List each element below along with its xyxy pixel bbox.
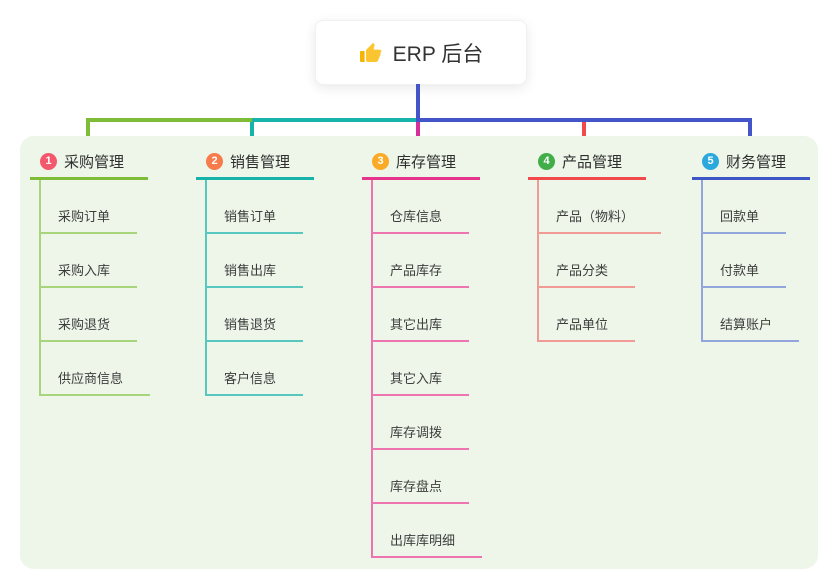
- branch-title: 产品管理: [562, 154, 623, 171]
- drop-connector-2: [250, 122, 254, 146]
- branch-title: 销售管理: [230, 154, 291, 171]
- branch-header-inventory[interactable]: 3 库存管理: [362, 146, 480, 180]
- sub-item-label[interactable]: 仓库信息: [373, 206, 470, 234]
- branch-badge-1: 1: [40, 153, 57, 170]
- sub-item-label[interactable]: 客户信息: [207, 368, 304, 396]
- sub-item-label[interactable]: 其它入库: [373, 368, 470, 396]
- sub-item-label[interactable]: 产品（物料）: [539, 206, 662, 234]
- sub-item: 采购退货: [41, 288, 195, 342]
- branch-header-finance[interactable]: 5 财务管理: [692, 146, 810, 180]
- sub-list-sales: 销售订单 销售出库 销售退货 客户信息: [205, 180, 361, 396]
- branch-product: 4 产品管理 产品（物料） 产品分类 产品单位: [528, 146, 693, 342]
- sub-item: 产品分类: [539, 234, 693, 288]
- sub-item: 客户信息: [207, 342, 361, 396]
- sub-item-label[interactable]: 销售订单: [207, 206, 304, 234]
- branch-title: 采购管理: [64, 154, 125, 171]
- sub-item: 回款单: [703, 180, 839, 234]
- sub-item: 出库库明细: [373, 504, 527, 558]
- sub-list-inventory: 仓库信息 产品库存 其它出库 其它入库 库存调拨 库存盘点 出库库明细: [371, 180, 527, 558]
- drop-connector-3: [416, 122, 420, 146]
- sub-item: 库存调拨: [373, 396, 527, 450]
- sub-list-purchase: 采购订单 采购入库 采购退货 供应商信息: [39, 180, 195, 396]
- sub-item: 其它出库: [373, 288, 527, 342]
- sub-item-label[interactable]: 供应商信息: [41, 368, 151, 396]
- branch-finance: 5 财务管理 回款单 付款单 结算账户: [692, 146, 839, 342]
- drop-connector-1: [86, 122, 90, 146]
- sub-item-label[interactable]: 出库库明细: [373, 530, 483, 558]
- branch-connector-left: [86, 118, 252, 122]
- branch-sales: 2 销售管理 销售订单 销售出库 销售退货 客户信息: [196, 146, 361, 396]
- sub-item-label[interactable]: 库存调拨: [373, 422, 470, 450]
- thumbs-up-icon: [359, 41, 383, 65]
- branch-connector-middle: [252, 118, 416, 122]
- background-panel: [20, 136, 818, 569]
- sub-item-label[interactable]: 库存盘点: [373, 476, 470, 504]
- branch-title: 财务管理: [726, 154, 787, 171]
- sub-item-label[interactable]: 产品单位: [539, 314, 636, 342]
- branch-badge-4: 4: [538, 153, 555, 170]
- sub-item-label[interactable]: 付款单: [703, 260, 787, 288]
- branch-connector-right: [416, 118, 752, 122]
- branch-header-purchase[interactable]: 1 采购管理: [30, 146, 148, 180]
- sub-item: 采购入库: [41, 234, 195, 288]
- root-title: ERP 后台: [392, 42, 484, 66]
- sub-item: 采购订单: [41, 180, 195, 234]
- sub-item-label[interactable]: 采购入库: [41, 260, 138, 288]
- sub-item-label[interactable]: 回款单: [703, 206, 787, 234]
- sub-item: 供应商信息: [41, 342, 195, 396]
- branch-badge-2: 2: [206, 153, 223, 170]
- sub-item-label[interactable]: 产品分类: [539, 260, 636, 288]
- sub-item: 产品单位: [539, 288, 693, 342]
- sub-item: 产品库存: [373, 234, 527, 288]
- sub-item-label[interactable]: 其它出库: [373, 314, 470, 342]
- sub-list-finance: 回款单 付款单 结算账户: [701, 180, 839, 342]
- sub-item-label[interactable]: 采购订单: [41, 206, 138, 234]
- branch-badge-3: 3: [372, 153, 389, 170]
- sub-item: 库存盘点: [373, 450, 527, 504]
- sub-item: 其它入库: [373, 342, 527, 396]
- sub-item-label[interactable]: 结算账户: [703, 314, 800, 342]
- sub-item-label[interactable]: 采购退货: [41, 314, 138, 342]
- branch-badge-5: 5: [702, 153, 719, 170]
- sub-item: 销售退货: [207, 288, 361, 342]
- sub-item-label[interactable]: 销售退货: [207, 314, 304, 342]
- sub-item: 产品（物料）: [539, 180, 693, 234]
- drop-connector-5: [748, 122, 752, 146]
- drop-connector-4: [582, 122, 586, 146]
- branch-title: 库存管理: [396, 154, 457, 171]
- sub-item: 销售订单: [207, 180, 361, 234]
- sub-item: 仓库信息: [373, 180, 527, 234]
- branch-inventory: 3 库存管理 仓库信息 产品库存 其它出库 其它入库 库存调拨 库存盘点 出库库…: [362, 146, 527, 558]
- sub-item: 结算账户: [703, 288, 839, 342]
- branch-header-sales[interactable]: 2 销售管理: [196, 146, 314, 180]
- sub-item-label[interactable]: 产品库存: [373, 260, 470, 288]
- sub-item-label[interactable]: 销售出库: [207, 260, 304, 288]
- root-node[interactable]: ERP 后台: [315, 20, 527, 85]
- sub-list-product: 产品（物料） 产品分类 产品单位: [537, 180, 693, 342]
- branch-purchase: 1 采购管理 采购订单 采购入库 采购退货 供应商信息: [30, 146, 195, 396]
- sub-item: 付款单: [703, 234, 839, 288]
- trunk-connector: [416, 84, 420, 118]
- branch-header-product[interactable]: 4 产品管理: [528, 146, 646, 180]
- sub-item: 销售出库: [207, 234, 361, 288]
